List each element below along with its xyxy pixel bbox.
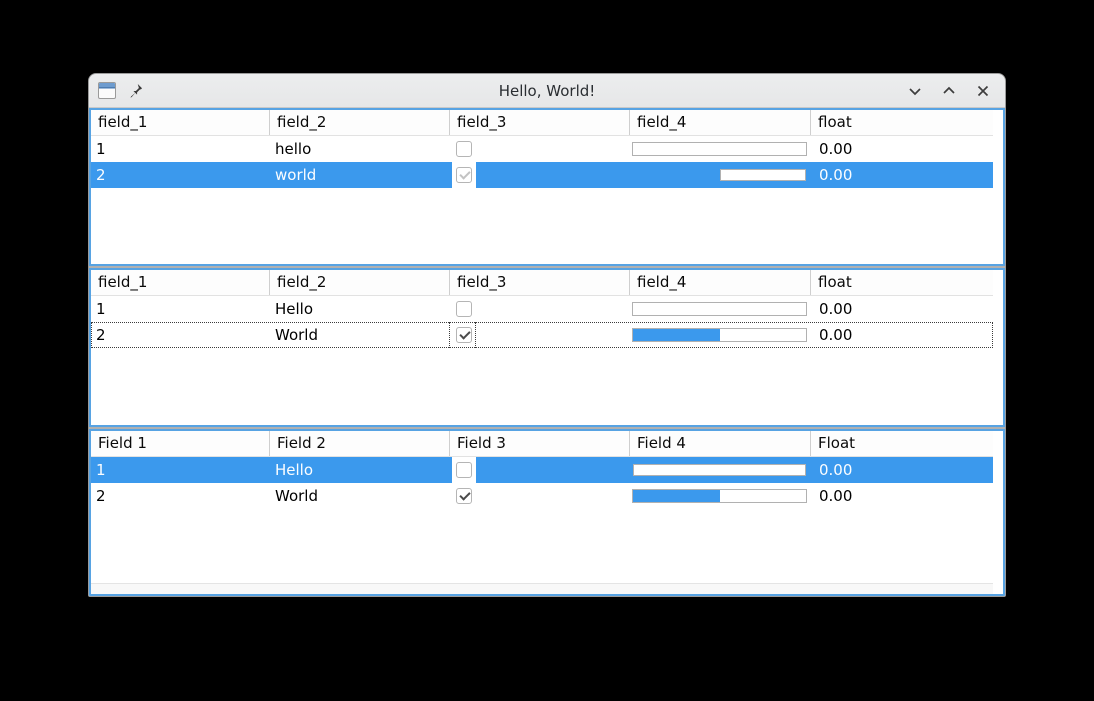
- cell-field1: 1: [96, 300, 106, 318]
- progress-rest: [720, 329, 807, 341]
- checkbox-patch: [452, 483, 476, 509]
- cell-field1: 1: [96, 140, 106, 158]
- cell-field1: 2: [96, 487, 106, 505]
- table1-header-field_1[interactable]: field_1: [91, 110, 270, 135]
- checkbox[interactable]: [456, 167, 472, 183]
- progress-rest: [720, 490, 807, 502]
- progress-bar: [632, 302, 807, 316]
- table-view-3: Field 1 Field 2 Field 3 Field 4 Float 1 …: [89, 429, 1005, 596]
- table-row[interactable]: 1 Hello 0.00: [91, 296, 993, 322]
- table1-header-field_4[interactable]: field_4: [630, 110, 811, 135]
- pin-icon: [127, 82, 144, 99]
- vertical-scrollbar[interactable]: [993, 110, 1003, 264]
- checkbox-patch: [452, 162, 476, 188]
- minimize-button[interactable]: [906, 82, 924, 100]
- checkbox-patch: [452, 136, 476, 162]
- progress-rest: [719, 169, 806, 181]
- checkbox[interactable]: [456, 141, 472, 157]
- checkbox[interactable]: [455, 327, 472, 343]
- cell-field1: 2: [96, 166, 106, 184]
- cell-field2: Hello: [275, 300, 314, 318]
- chevron-down-icon: [907, 83, 923, 99]
- table-row[interactable]: 1 Hello 0.00: [91, 457, 993, 483]
- vertical-scrollbar[interactable]: [993, 431, 1003, 594]
- progress-fill: [633, 490, 720, 502]
- table-row[interactable]: 2 world 0.00: [91, 162, 993, 188]
- table2-header-field_3[interactable]: field_3: [450, 270, 630, 295]
- window-title: Hello, World!: [498, 81, 596, 100]
- chevron-up-icon: [941, 83, 957, 99]
- window-menu-button[interactable]: [98, 82, 116, 100]
- table1-header-row: field_1 field_2 field_3 field_4 float: [91, 110, 1003, 136]
- checkbox-patch: [452, 457, 476, 483]
- table-row[interactable]: 2 World 0.00: [91, 483, 993, 509]
- table-row[interactable]: 1 hello 0.00: [91, 136, 993, 162]
- table1-header-field_3[interactable]: field_3: [450, 110, 630, 135]
- table2-header-field_1[interactable]: field_1: [91, 270, 270, 295]
- cell-field2: Hello: [275, 461, 314, 479]
- maximize-button[interactable]: [940, 82, 958, 100]
- close-icon: [975, 83, 991, 99]
- table2-header-float[interactable]: float: [818, 273, 852, 291]
- table3-header-field1[interactable]: Field 1: [91, 431, 270, 456]
- checkbox[interactable]: [456, 462, 472, 478]
- progress-bar: [632, 489, 807, 503]
- table2-header-field_4[interactable]: field_4: [630, 270, 811, 295]
- progress-bar: [632, 168, 807, 182]
- cell-field2: world: [275, 166, 317, 184]
- table1-header-float[interactable]: float: [818, 113, 852, 131]
- checkbox[interactable]: [456, 301, 472, 317]
- window-icon: [98, 82, 116, 99]
- checkbox-patch: [452, 296, 476, 322]
- cell-field1: 2: [96, 326, 106, 344]
- table2-header-row: field_1 field_2 field_3 field_4 float: [91, 270, 1003, 296]
- cell-float: 0.00: [819, 461, 853, 479]
- pin-button[interactable]: [126, 82, 144, 100]
- progress-rest: [633, 143, 806, 155]
- titlebar[interactable]: Hello, World!: [89, 74, 1005, 108]
- progress-fill: [633, 169, 720, 181]
- window-content: field_1 field_2 field_3 field_4 float 1 …: [89, 108, 1005, 596]
- cell-float: 0.00: [819, 140, 853, 158]
- close-button[interactable]: [974, 82, 992, 100]
- progress-rest: [633, 303, 806, 315]
- cell-float: 0.00: [819, 166, 853, 184]
- table-row[interactable]: 2 World 0.00: [91, 322, 993, 348]
- vertical-scrollbar[interactable]: [993, 270, 1003, 425]
- table3-header-field2[interactable]: Field 2: [270, 431, 450, 456]
- cell-field1: 1: [96, 461, 106, 479]
- table3-header-float[interactable]: Float: [818, 434, 856, 452]
- table3-header-row: Field 1 Field 2 Field 3 Field 4 Float: [91, 431, 1003, 457]
- cell-field2: World: [270, 322, 450, 348]
- cell-float: 0.00: [819, 326, 853, 344]
- table3-header-field4[interactable]: Field 4: [630, 431, 811, 456]
- cell-field2: hello: [275, 140, 312, 158]
- checkbox-patch: [452, 322, 476, 348]
- cell-field2: World: [275, 487, 318, 505]
- table3-header-field3[interactable]: Field 3: [450, 431, 630, 456]
- horizontal-scrollbar[interactable]: [91, 583, 993, 594]
- checkbox[interactable]: [456, 488, 472, 504]
- cell-float: 0.00: [819, 300, 853, 318]
- progress-bar: [632, 328, 807, 342]
- table1-header-field_2[interactable]: field_2: [270, 110, 450, 135]
- app-window: Hello, World!: [88, 73, 1006, 597]
- table-view-2: field_1 field_2 field_3 field_4 float 1 …: [89, 268, 1005, 427]
- cell-float: 0.00: [819, 487, 853, 505]
- table-view-1: field_1 field_2 field_3 field_4 float 1 …: [89, 108, 1005, 266]
- progress-fill: [633, 329, 720, 341]
- progress-rest: [633, 464, 806, 476]
- table2-header-field_2[interactable]: field_2: [270, 270, 450, 295]
- progress-bar: [632, 142, 807, 156]
- progress-bar: [632, 463, 807, 477]
